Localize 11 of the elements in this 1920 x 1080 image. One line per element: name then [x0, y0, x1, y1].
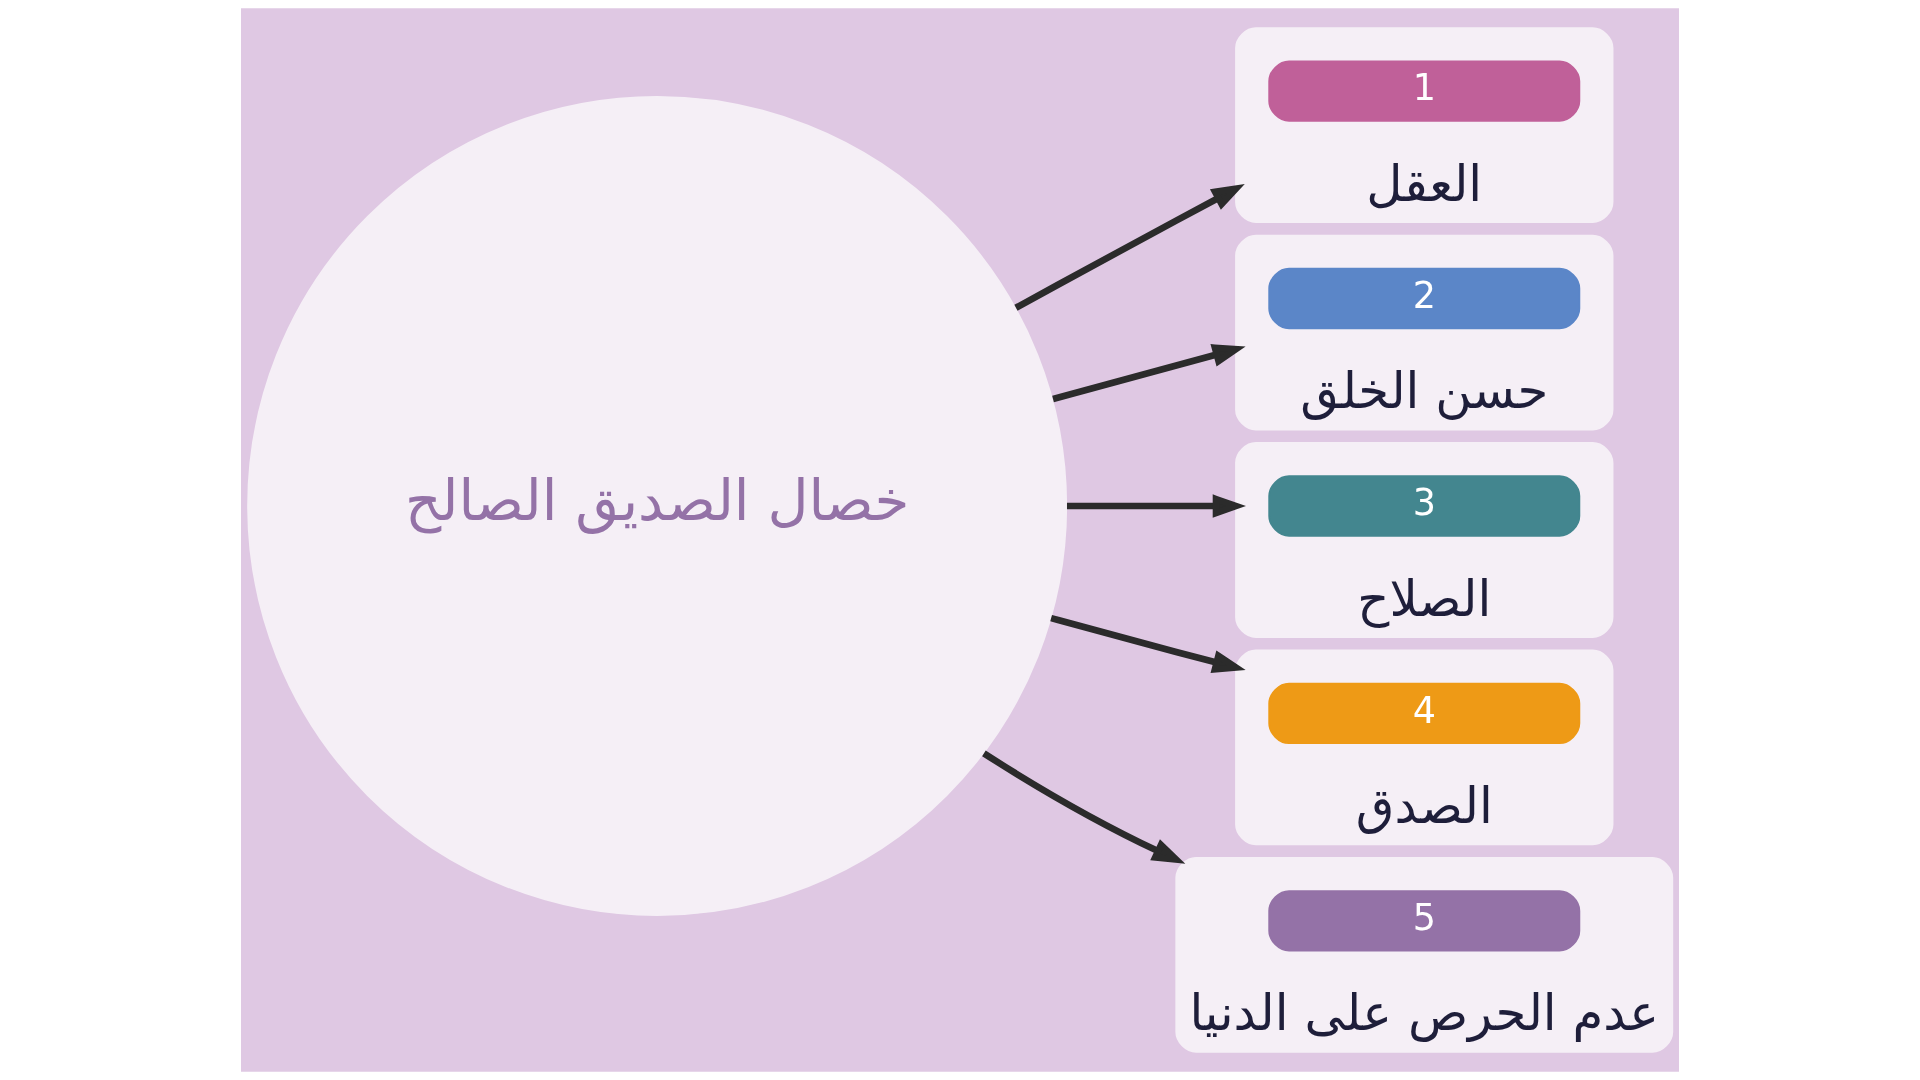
arrow [1050, 614, 1246, 674]
arrow [1067, 494, 1246, 518]
node-box: 1 [1268, 60, 1581, 122]
arrow [1052, 344, 1246, 403]
node-box: 4 [1268, 682, 1581, 745]
node-box: 3 [1268, 475, 1581, 537]
node-box: 2 [1268, 267, 1581, 330]
node-circle: خصال الصديق الصالح [247, 96, 1068, 916]
node-box: 5 [1268, 890, 1581, 952]
arrow [982, 750, 1186, 864]
arrow [1014, 183, 1245, 311]
